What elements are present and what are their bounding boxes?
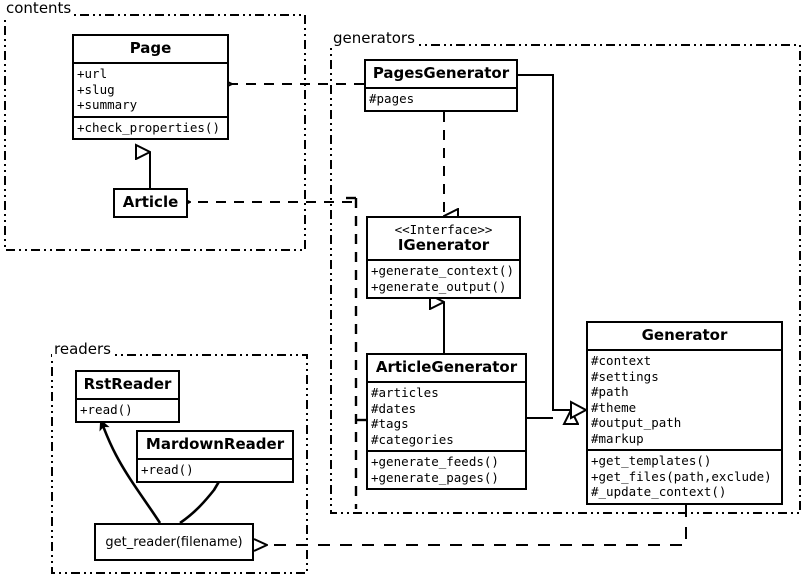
operation-item: +get_files(path,exclude)	[591, 468, 772, 484]
class-name-text-igenerator: IGenerator	[397, 236, 490, 254]
class-box-page[interactable]: Page +url +slug +summary +check_properti…	[72, 34, 229, 140]
class-operations-rst-reader: +read()	[77, 398, 178, 421]
operation-item: +check_properties()	[77, 119, 220, 135]
operation-item: +generate_context()	[371, 263, 514, 278]
class-box-generator[interactable]: Generator #context #settings #path #them…	[586, 321, 783, 505]
attribute-item: #theme	[591, 399, 637, 415]
generators-inner-guide	[344, 196, 366, 509]
class-operations-article-generator: +generate_feeds() +generate_pages()	[368, 450, 525, 488]
class-attributes-pages-generator: #pages	[366, 87, 516, 110]
class-operations-igenerator: +generate_context() +generate_output()	[368, 259, 519, 297]
package-label-readers: readers	[52, 340, 113, 358]
operation-item: +read()	[141, 462, 194, 477]
attribute-item: #settings	[591, 368, 659, 384]
class-box-rst-reader[interactable]: RstReader +read()	[75, 370, 180, 423]
attribute-item: #markup	[591, 430, 644, 446]
operation-item: +get_templates()	[591, 453, 712, 468]
class-attributes-page: +url +slug +summary	[74, 62, 227, 116]
function-box-get-reader[interactable]: get_reader(filename)	[94, 523, 254, 561]
attribute-item: +slug	[77, 81, 115, 97]
function-label-get-reader: get_reader(filename)	[105, 534, 243, 550]
class-box-pages-generator[interactable]: PagesGenerator #pages	[364, 59, 518, 112]
operation-item: #_update_context()	[591, 484, 727, 499]
attribute-item: #pages	[369, 91, 415, 106]
class-stereotype-igenerator: <<Interface>>	[394, 222, 493, 237]
class-attributes-generator: #context #settings #path #theme #output_…	[588, 349, 781, 449]
class-name-pages-generator: PagesGenerator	[372, 64, 510, 82]
attribute-item: #tags	[371, 416, 409, 431]
class-name-page: Page	[129, 39, 172, 57]
package-label-contents: contents	[4, 0, 74, 17]
class-box-igenerator[interactable]: <<Interface>> IGenerator +generate_conte…	[366, 216, 521, 299]
class-operations-mardown-reader: +read()	[138, 458, 292, 481]
attribute-item: #path	[591, 384, 629, 399]
class-name-article-generator: ArticleGenerator	[375, 358, 518, 376]
class-name-mardown-reader: MardownReader	[145, 435, 285, 453]
attribute-item: #articles	[371, 385, 439, 400]
operation-item: +generate_output()	[371, 278, 507, 294]
attribute-item: +summary	[77, 97, 138, 112]
attribute-item: #dates	[371, 400, 417, 416]
attribute-item: +url	[77, 66, 108, 81]
relation-generators-inherit-generator	[518, 74, 589, 418]
class-attributes-article-generator: #articles #dates #tags #categories	[368, 381, 525, 450]
class-box-mardown-reader[interactable]: MardownReader +read()	[136, 430, 294, 483]
relation-generator-uses-get-reader	[267, 505, 687, 545]
class-name-article: Article	[122, 193, 179, 211]
class-name-igenerator: <<Interface>> IGenerator	[368, 218, 519, 259]
class-box-article-generator[interactable]: ArticleGenerator #articles #dates #tags …	[366, 353, 527, 490]
class-name-generator: Generator	[641, 326, 728, 344]
class-operations-page: +check_properties()	[74, 115, 227, 139]
class-box-article[interactable]: Article	[113, 188, 188, 218]
operation-item: +generate_pages()	[371, 469, 499, 485]
class-name-rst-reader: RstReader	[83, 375, 172, 393]
package-label-generators: generators	[331, 29, 417, 47]
operation-item: +generate_feeds()	[371, 454, 499, 469]
attribute-item: #categories	[371, 431, 454, 447]
class-operations-generator: +get_templates() +get_files(path,exclude…	[588, 449, 781, 503]
attribute-item: #output_path	[591, 415, 682, 430]
attribute-item: #context	[591, 353, 652, 368]
operation-item: +read()	[80, 402, 133, 417]
